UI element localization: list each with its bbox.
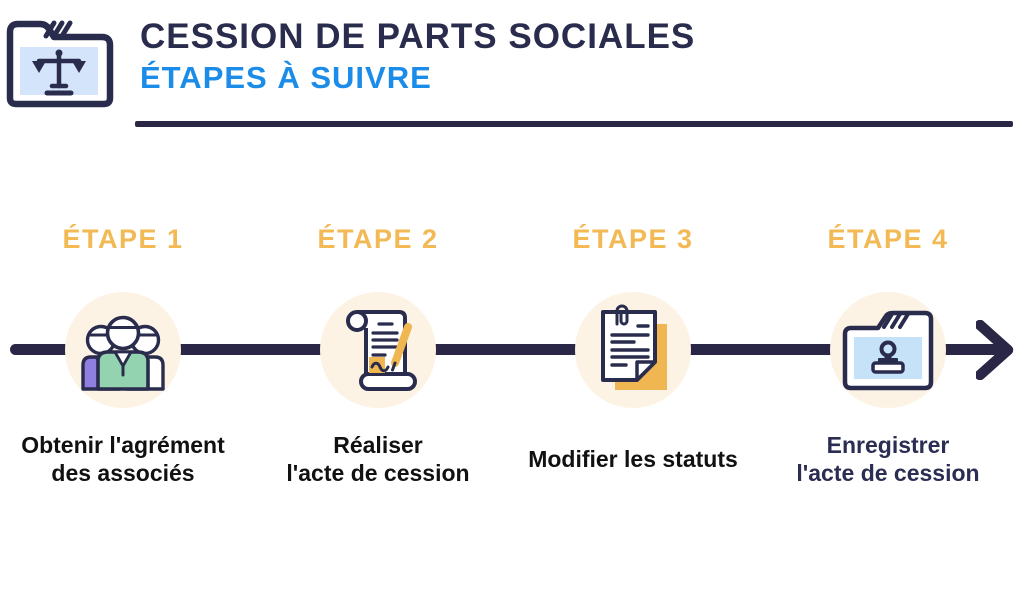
step-2: ÉTAPE 2 Réaliser l'acte de cession (253, 222, 503, 494)
step-4-title-line1: Enregistrer (826, 432, 950, 458)
step-1-title: Obtenir l'agrément des associés (0, 424, 248, 494)
folder-with-justice-scales-icon (4, 6, 116, 108)
step-1-title-line1: Obtenir l'agrément (21, 432, 225, 458)
step-2-title-line1: Réaliser (333, 432, 423, 458)
header: CESSION DE PARTS SOCIALES ÉTAPES À SUIVR… (140, 16, 695, 96)
step-1-label: ÉTAPE 1 (62, 224, 184, 254)
step-4-circle (830, 292, 946, 408)
step-4: ÉTAPE 4 Enregistrer l'acte de cession (763, 222, 1013, 494)
right-arrow-icon (976, 320, 1014, 380)
cession-deed-scroll-pen-icon (346, 310, 417, 391)
step-3-circle (575, 292, 691, 408)
page-subtitle: ÉTAPES À SUIVRE (140, 60, 432, 95)
step-4-label: ÉTAPE 4 (827, 224, 949, 254)
step-1: ÉTAPE 1 Obtenir (0, 222, 248, 494)
associates-group-icon (81, 315, 165, 391)
step-3-title: Modifier les statuts (508, 424, 758, 494)
registration-folder-stamp-icon (842, 310, 934, 391)
header-divider (135, 121, 1013, 127)
step-1-title-line2: des associés (51, 460, 195, 486)
step-2-circle (320, 292, 436, 408)
step-3-title-line1: Modifier les statuts (528, 446, 738, 472)
step-1-circle (65, 292, 181, 408)
page-title: CESSION DE PARTS SOCIALES (140, 17, 696, 56)
step-3-label: ÉTAPE 3 (572, 224, 694, 254)
step-4-title: Enregistrer l'acte de cession (763, 424, 1013, 494)
step-3: ÉTAPE 3 Modifier les statuts (508, 222, 758, 494)
step-2-label: ÉTAPE 2 (317, 224, 439, 254)
timeline-line (10, 344, 1000, 355)
statutes-document-paperclip-icon (601, 304, 667, 390)
step-2-title-line2: l'acte de cession (286, 460, 470, 486)
step-2-title: Réaliser l'acte de cession (253, 424, 503, 494)
step-4-title-line2: l'acte de cession (796, 460, 980, 486)
